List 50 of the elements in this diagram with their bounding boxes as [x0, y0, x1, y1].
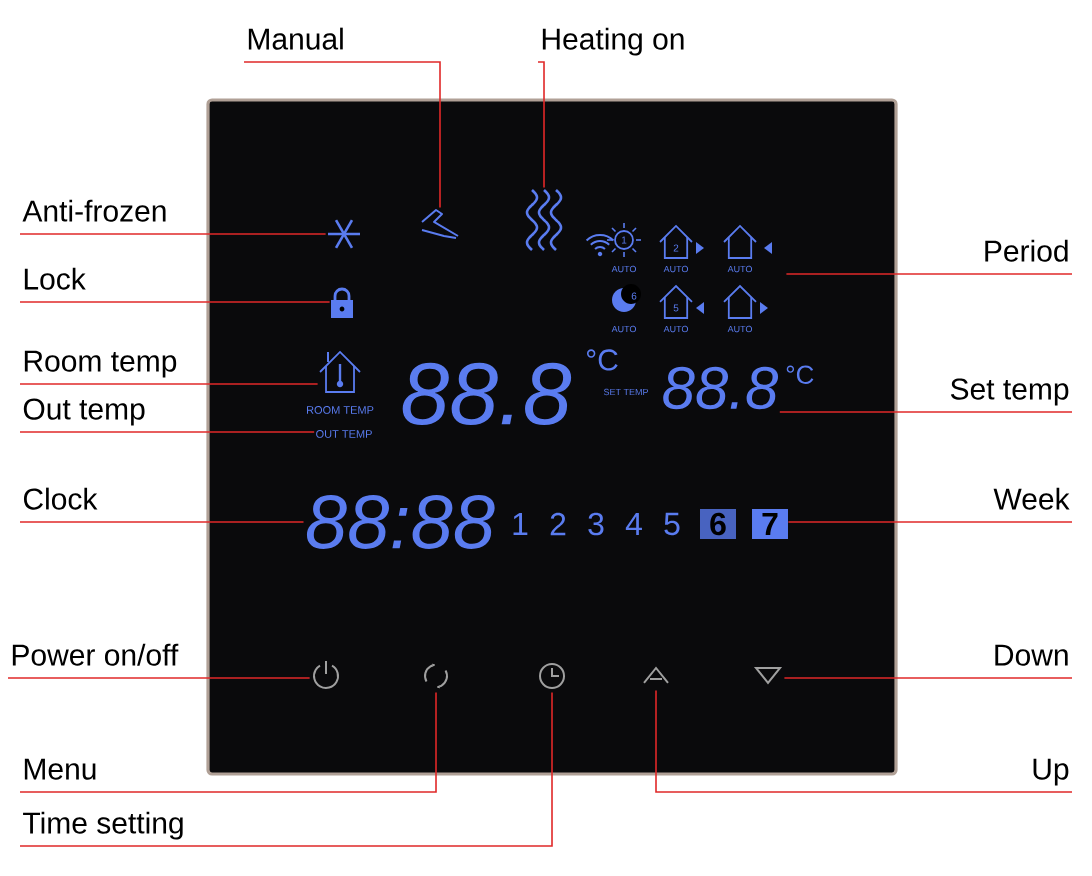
leader-line [19, 383, 319, 385]
day-number: 5 [664, 512, 680, 536]
power-icon [313, 660, 339, 689]
house-thermometer-icon [319, 350, 361, 393]
leader-line [787, 521, 1073, 523]
leader-line [19, 691, 437, 793]
leader-line [7, 677, 311, 679]
leader-line [779, 411, 1073, 413]
callout-label: Week [993, 487, 1070, 510]
callout-label: Down [995, 644, 1068, 666]
leader-line [655, 689, 1073, 793]
day-number: 2 [550, 512, 566, 536]
set-temp-digits: 88.8 [663, 366, 779, 410]
leader-line [783, 677, 1073, 679]
callout-label: Power on/off [12, 643, 179, 666]
day-box: 6 [700, 509, 736, 539]
leader-line [19, 691, 553, 847]
callout-label: Lock [24, 267, 86, 290]
day-number: 1 [513, 512, 528, 535]
day-box: 7 [752, 509, 788, 539]
leader-line [537, 61, 545, 189]
temperature-digits: 88.8 [402, 362, 572, 426]
callout-label: Heating on [542, 27, 684, 56]
callout-label: Time setting [23, 811, 183, 840]
callout-label: Clock [23, 487, 98, 510]
up-icon [643, 666, 669, 684]
padlock-icon [331, 287, 353, 318]
callout-label: Anti-frozen [22, 199, 166, 222]
callout-label: Up [1033, 758, 1069, 786]
clock-icon [539, 663, 565, 689]
leader-line [19, 301, 331, 303]
callout-label: Set temp [950, 378, 1069, 406]
heat-waves-icon [525, 189, 563, 251]
leader-line [243, 61, 441, 209]
callout-label: Period [985, 239, 1068, 262]
hand-icon [421, 209, 459, 239]
callout-label: Room temp [24, 350, 177, 378]
leader-line [19, 233, 327, 235]
leader-line [19, 521, 305, 523]
unit-label: °C [586, 349, 618, 371]
day-number: 4 [625, 512, 642, 535]
leader-line [19, 431, 315, 433]
unit-label: °C [786, 365, 814, 384]
callout-label: Out temp [23, 398, 145, 426]
callout-label: Manual [248, 27, 343, 50]
clock-digits: 88:88 [306, 495, 495, 549]
leader-line [785, 273, 1073, 275]
day-number: 3 [588, 512, 604, 536]
snowflake-icon [328, 219, 360, 249]
callout-label: Menu [24, 758, 96, 780]
